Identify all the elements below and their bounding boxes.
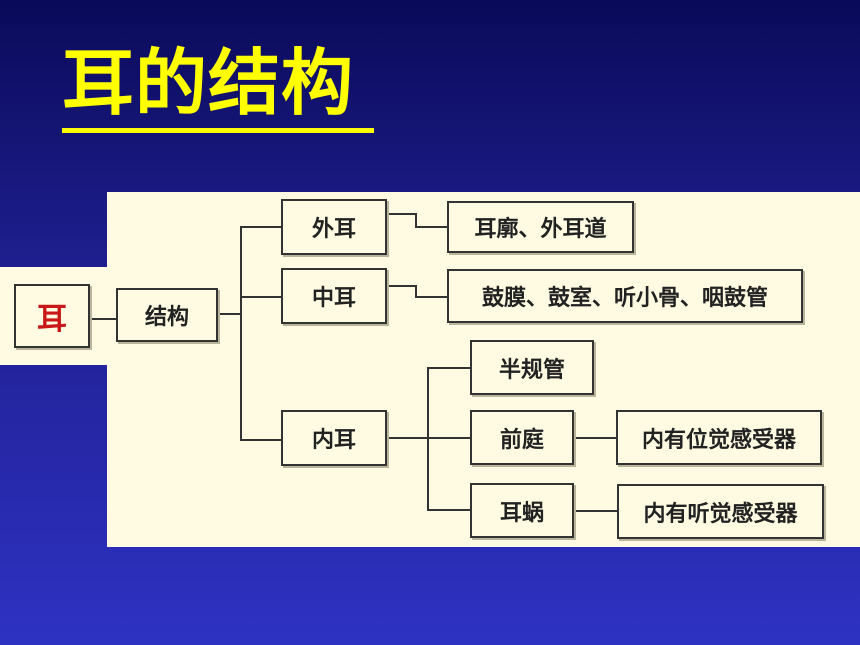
connector-line bbox=[88, 318, 118, 320]
node-cochlea: 耳蜗 bbox=[470, 483, 574, 538]
connector-line bbox=[415, 285, 417, 297]
connector-line bbox=[415, 296, 447, 298]
connector-line bbox=[240, 296, 281, 298]
node-vestibule: 前庭 bbox=[470, 410, 574, 465]
connector-line bbox=[386, 213, 416, 215]
slide-title: 耳的结构 bbox=[62, 41, 355, 125]
node-inner-ear: 内耳 bbox=[281, 410, 387, 466]
node-outer-ear: 外耳 bbox=[281, 199, 387, 255]
connector-line bbox=[427, 509, 470, 511]
connector-line bbox=[415, 213, 417, 227]
node-middle-ear-parts: 鼓膜、鼓室、听小骨、咽鼓管 bbox=[447, 269, 803, 323]
node-vestibule-note: 内有位觉感受器 bbox=[616, 410, 822, 465]
connector-line bbox=[427, 367, 470, 369]
connector-line bbox=[240, 439, 281, 441]
connector-line bbox=[427, 437, 470, 439]
connector-line bbox=[573, 437, 616, 439]
node-cochlea-note: 内有听觉感受器 bbox=[617, 484, 824, 539]
node-structure: 结构 bbox=[116, 288, 218, 342]
node-outer-ear-parts: 耳廓、外耳道 bbox=[447, 201, 634, 253]
connector-line bbox=[574, 510, 617, 512]
connector-line bbox=[240, 226, 242, 440]
connector-line bbox=[240, 226, 281, 228]
connector-line bbox=[386, 285, 416, 287]
connector-line bbox=[415, 226, 447, 228]
connector-line bbox=[386, 437, 428, 439]
title-underline bbox=[62, 128, 374, 133]
node-ear: 耳 bbox=[14, 284, 90, 348]
node-middle-ear: 中耳 bbox=[281, 268, 387, 324]
node-semicircular-canals: 半规管 bbox=[470, 340, 594, 395]
connector-line bbox=[217, 313, 241, 315]
